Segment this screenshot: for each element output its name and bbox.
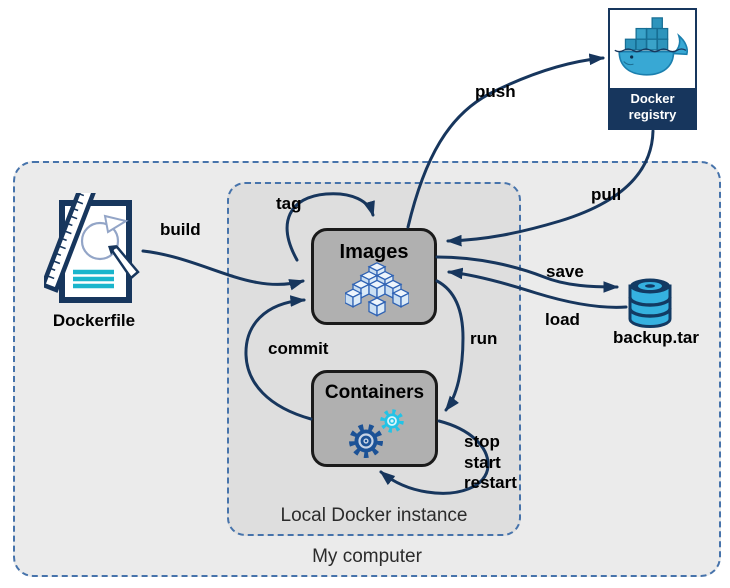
local-docker-label: Local Docker instance (280, 505, 468, 526)
edge-label-start: start (464, 452, 501, 472)
my-computer-label: My computer (312, 546, 422, 567)
containers-label: Containers (324, 382, 425, 403)
backup-label: backup.tar (613, 328, 699, 347)
registry-node: Docker registry (608, 8, 697, 130)
edge-label-build: build (160, 220, 201, 239)
docker-whale-icon (613, 17, 688, 76)
edge-label-commit: commit (268, 339, 329, 358)
edge-label-tag: tag (276, 194, 302, 213)
edge-label-load: load (545, 310, 580, 329)
edge-label-push: push (475, 82, 516, 101)
database-cylinder-icon (628, 278, 672, 328)
gears-icon (349, 409, 404, 458)
edge-label-stop-start-restart: stop start restart (464, 432, 517, 494)
edge-label-restart: restart (464, 473, 517, 492)
edge-label-pull: pull (591, 185, 622, 204)
layered-cubes-icon (345, 262, 409, 317)
containers-node: Containers (311, 370, 438, 467)
images-node: Images (311, 228, 437, 325)
edge-label-stop: stop (464, 432, 500, 451)
blueprint-document-icon (44, 193, 140, 303)
registry-label: Docker registry (610, 87, 695, 128)
images-label: Images (339, 241, 409, 263)
edge-label-save: save (546, 262, 584, 281)
dockerfile-label: Dockerfile (52, 311, 136, 330)
edge-label-run: run (470, 329, 498, 348)
registry-icon-area (610, 10, 695, 88)
